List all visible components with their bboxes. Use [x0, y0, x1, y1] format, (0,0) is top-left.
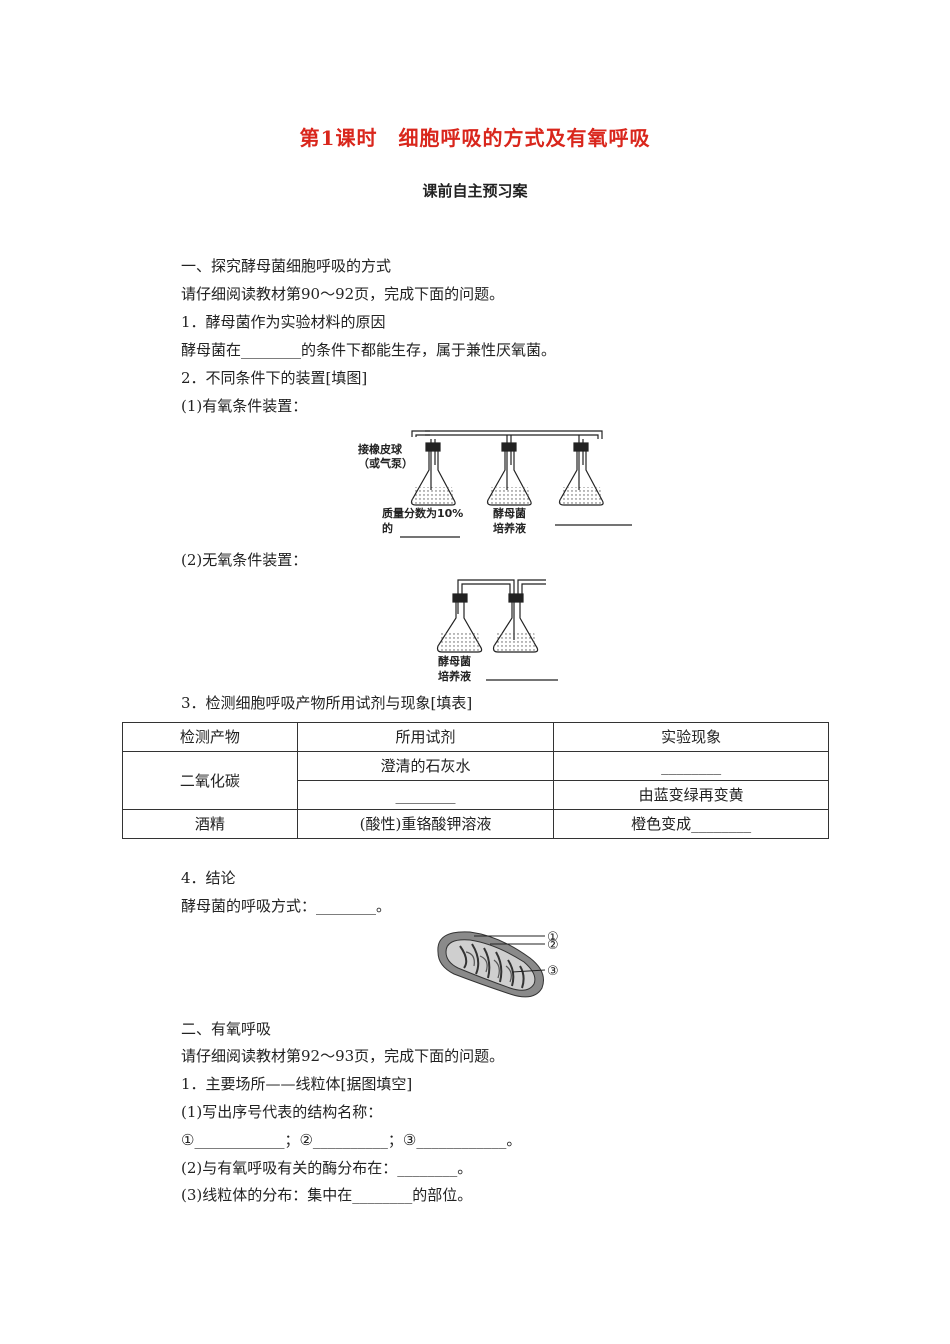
aerobic-apparatus-figure: 接橡皮球 （或气泵） 质量分数为10% 的 酵母菌 培养液: [358, 430, 632, 538]
table-cell-alcohol-reagent: (酸性)重铬酸钾溶液: [296, 809, 555, 839]
table-header-product: 检测产物: [122, 722, 298, 752]
fig1-label-flask1-2: 的: [382, 521, 393, 535]
page-title: 第1课时 细胞呼吸的方式及有氧呼吸: [299, 126, 651, 150]
fig1-label-flask2-1: 酵母菌: [493, 506, 526, 520]
section1-instruction: 请仔细阅读教材第90～92页，完成下面的问题。: [181, 285, 505, 303]
q1-title: 1．酵母菌作为实验材料的原因: [181, 313, 386, 331]
section2-heading: 二、有氧呼吸: [181, 1020, 272, 1038]
q4-title: 4．结论: [181, 869, 236, 887]
q3-title: 3．检测细胞呼吸产物所用试剂与现象[填表]: [181, 694, 473, 712]
table-row: 二氧化碳 澄清的石灰水 ________: [122, 751, 829, 810]
q2-part1: (1)有氧条件装置：: [181, 397, 308, 415]
q2-title: 2．不同条件下的装置[填图]: [181, 369, 368, 387]
q2-part2: (2)无氧条件装置：: [181, 551, 308, 569]
mitochondrion-figure: ① ② ③: [437, 930, 559, 998]
s2-q1-blanks: ①____________；②__________；③____________。: [181, 1131, 522, 1149]
fig1-label-pump-2: （或气泵）: [358, 456, 413, 470]
table-cell-alcohol: 酒精: [122, 809, 298, 839]
table-cell-co2: 二氧化碳: [122, 751, 298, 810]
fig1-label-flask2-2: 培养液: [493, 521, 527, 535]
s2-q1-title: 1．主要场所——线粒体[据图填空]: [181, 1075, 413, 1093]
table-header-phenomenon: 实验现象: [553, 722, 829, 752]
table-cell-co2-reagent2: ________: [296, 780, 555, 810]
fig3-label-3: ③: [547, 964, 559, 979]
fig3-label-1: ①: [547, 930, 559, 945]
fig2-label-1: 酵母菌: [438, 654, 471, 668]
table-header-row: 检测产物 所用试剂 实验现象: [122, 722, 829, 752]
s2-q1-part2: (2)与有氧呼吸有关的酶分布在：________。: [181, 1159, 473, 1177]
fig3-label-2: ②: [547, 938, 559, 953]
page-subtitle: 课前自主预习案: [422, 182, 528, 200]
table-cell-co2-phenomenon1: ________: [553, 751, 829, 781]
fig1-label-flask1-1: 质量分数为10%: [382, 506, 463, 520]
table-cell-alcohol-phenomenon: 橙色变成________: [553, 809, 829, 839]
q1-text: 酵母菌在________的条件下都能生存，属于兼性厌氧菌。: [181, 341, 557, 359]
fig2-label-2: 培养液: [438, 669, 472, 683]
s2-q1-part1: (1)写出序号代表的结构名称：: [181, 1103, 383, 1121]
table-header-reagent: 所用试剂: [296, 722, 555, 752]
table-row: ________ 由蓝变绿再变黄: [123, 780, 829, 810]
fig1-label-pump-1: 接橡皮球: [358, 442, 403, 456]
s2-q1-part3: (3)线粒体的分布：集中在________的部位。: [181, 1186, 473, 1204]
detection-table: 检测产物 所用试剂 实验现象 二氧化碳 澄清的石灰水 ________ ____…: [122, 722, 829, 839]
table-cell-co2-reagent1: 澄清的石灰水: [296, 751, 555, 781]
section1-heading: 一、探究酵母菌细胞呼吸的方式: [181, 257, 392, 275]
q4-text: 酵母菌的呼吸方式：________。: [181, 897, 392, 915]
anaerobic-apparatus-figure: 酵母菌 培养液: [436, 579, 558, 683]
section2-instruction: 请仔细阅读教材第92～93页，完成下面的问题。: [181, 1047, 505, 1065]
table-cell-co2-phenomenon2: 由蓝变绿再变黄: [553, 780, 829, 810]
table-row: 酒精 (酸性)重铬酸钾溶液 橙色变成________: [122, 809, 829, 839]
